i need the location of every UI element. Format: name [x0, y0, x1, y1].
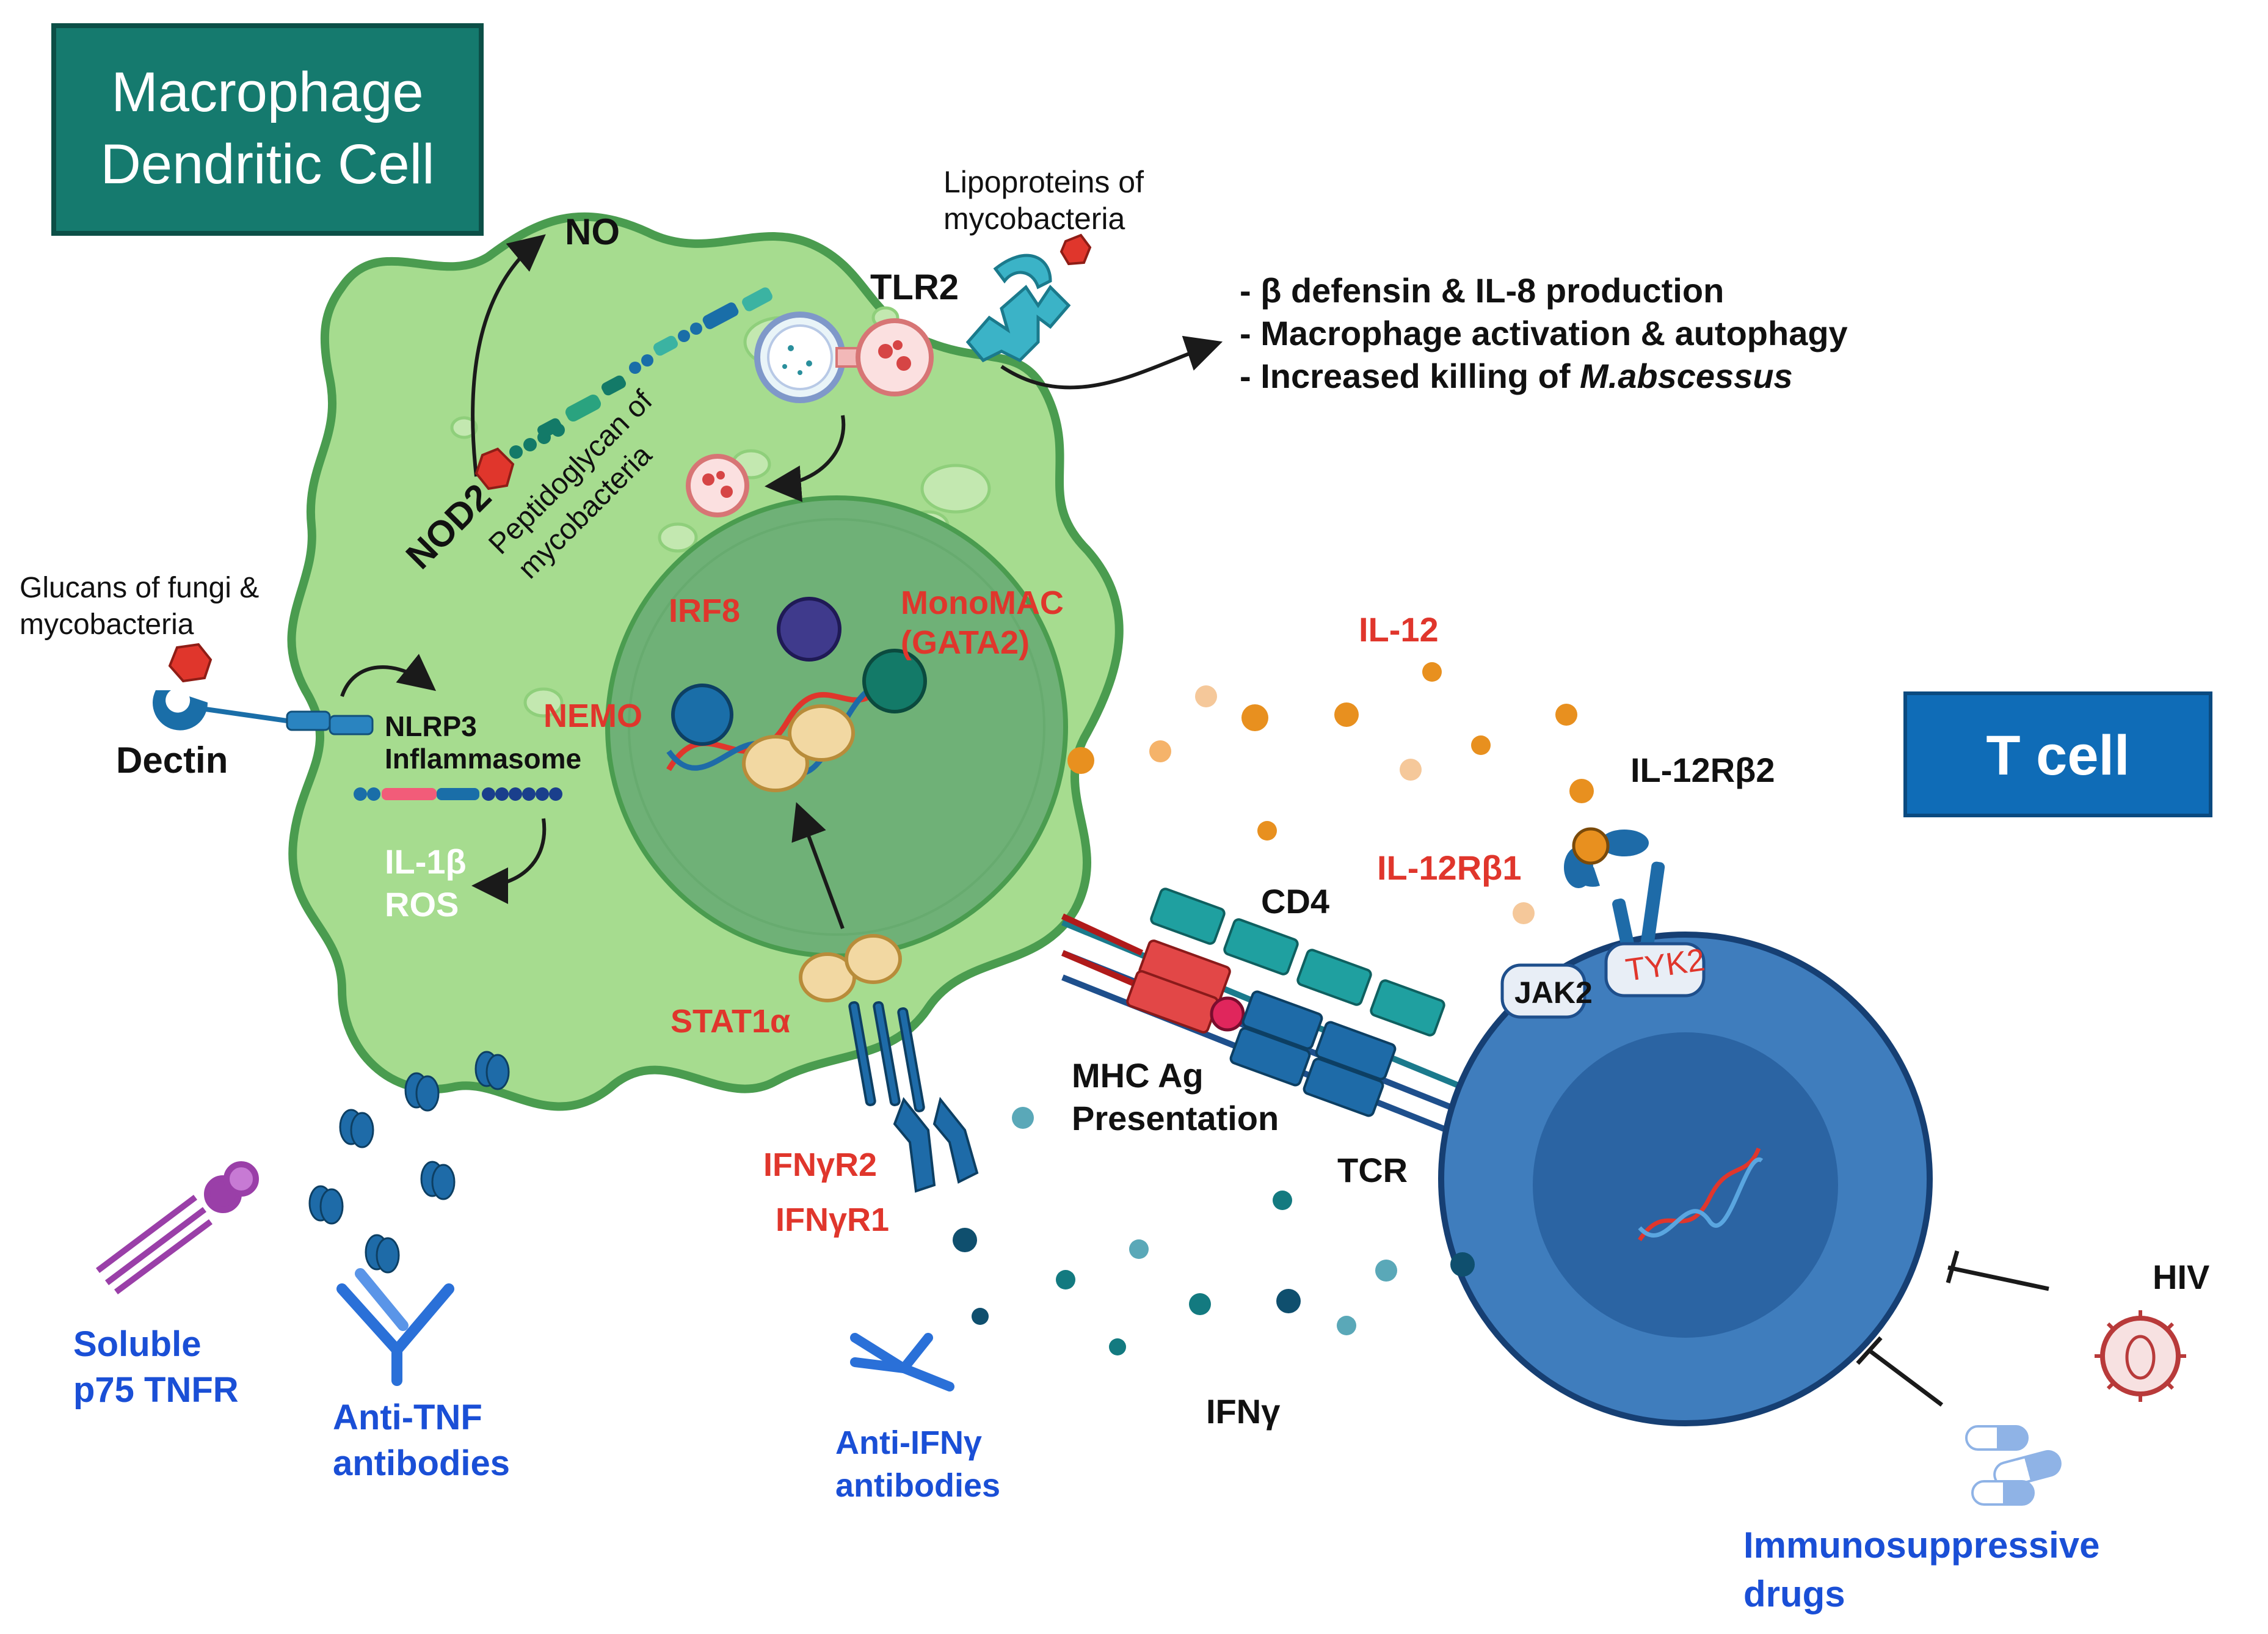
- no-label: NO: [565, 211, 620, 252]
- ifng-label: IFNγ: [1206, 1392, 1280, 1431]
- phagosome-arrow: [765, 415, 846, 502]
- stat1-dimer-nucleus: [742, 735, 809, 792]
- dectin-receptor: [153, 643, 374, 735]
- dna-helix-tcell: [1638, 1147, 1764, 1241]
- il12rb2-label: IL-12Rβ2: [1630, 751, 1775, 789]
- jak2-label: JAK2: [1514, 976, 1593, 1010]
- macrophage-title-line1: Macrophage: [111, 61, 423, 123]
- monomac-line2: (GATA2): [901, 624, 1030, 661]
- anti-tnf-antibody-icon: [336, 1268, 454, 1386]
- effect-line1: - β defensin & IL-8 production: [1240, 271, 1724, 310]
- soluble-tnfr-line2: p75 TNFR: [73, 1370, 239, 1410]
- inflammasome-label: Inflammasome: [385, 743, 581, 775]
- il1b-label: IL-1β: [385, 842, 467, 881]
- stat1a-label: STAT1α: [671, 1003, 790, 1040]
- tnf-trimers: [308, 1051, 510, 1274]
- lysosome-icon: [686, 454, 749, 517]
- tlr2-receptor: [965, 233, 1092, 363]
- lipoproteins-line2: mycobacteria: [943, 202, 1125, 236]
- ros-label: ROS: [385, 885, 459, 924]
- stat1-arrow: [791, 802, 845, 930]
- anti-tnf-line1: Anti-TNF: [333, 1398, 482, 1437]
- effect-line2: - Macrophage activation & autophagy: [1240, 314, 1848, 352]
- jak2-box: [1500, 963, 1587, 1019]
- phagolysosome-icon: [754, 312, 934, 403]
- anti-ifng-antibody-icon: [850, 1333, 954, 1391]
- immuno-line2: drugs: [1743, 1574, 1845, 1614]
- il12-dots: [1067, 662, 1594, 924]
- tlr2-label: TLR2: [870, 268, 959, 307]
- mhc-line2: Presentation: [1072, 1099, 1279, 1137]
- anti-tnf-line2: antibodies: [333, 1443, 510, 1483]
- glucans-line1: Glucans of fungi &: [20, 572, 259, 604]
- gata2-protein: [862, 649, 927, 713]
- drugs-inhibition-line: [1867, 1348, 1944, 1407]
- anti-ifng-line2: antibodies: [835, 1467, 1000, 1504]
- inflammasome-arrow: [471, 818, 547, 904]
- no-arrow: [471, 234, 546, 477]
- t-cell-nucleus: [1533, 1032, 1838, 1338]
- ifngr2-label: IFNγR2: [763, 1147, 877, 1183]
- il12rb1-label: IL-12Rβ1: [1377, 848, 1521, 887]
- dectin-label: Dectin: [116, 740, 228, 781]
- lipoproteins-line1: Lipoproteins of: [943, 165, 1144, 199]
- anti-ifng-line1: Anti-IFNγ: [835, 1424, 982, 1461]
- peptidoglycan-chain: [474, 287, 772, 491]
- soluble-tnfr-line1: Soluble: [73, 1324, 201, 1364]
- hiv-inhibition-line: [1947, 1265, 2049, 1291]
- tcr-label: TCR: [1337, 1151, 1408, 1189]
- cd4-label: CD4: [1261, 882, 1329, 921]
- irf8-protein: [777, 597, 841, 662]
- mhc-line1: MHC Ag: [1072, 1056, 1204, 1095]
- nemo-label: NEMO: [543, 698, 642, 734]
- soluble-tnfr-icon: [96, 1161, 259, 1295]
- tcell-title: T cell: [1986, 724, 2129, 787]
- immuno-line1: Immunosuppressive: [1743, 1525, 2100, 1566]
- ifng-receptor: [848, 1001, 979, 1193]
- ifngr1-label: IFNγR1: [776, 1202, 889, 1238]
- ifng-dots: [953, 1107, 1475, 1355]
- monomac-line1: MonoMAC: [901, 585, 1064, 621]
- il12-label: IL-12: [1359, 610, 1439, 649]
- hiv-virus-icon: [2095, 1310, 2186, 1402]
- hiv-label: HIV: [2153, 1258, 2209, 1296]
- effect-line3: - Increased killing of M.abscessus: [1240, 357, 1793, 395]
- irf8-label: IRF8: [669, 593, 740, 629]
- macrophage-title-box: [51, 23, 484, 236]
- macrophage-title-line2: Dendritic Cell: [100, 133, 434, 195]
- tyk2-box: [1604, 942, 1706, 998]
- nlrp3-inflammasome: [354, 787, 562, 801]
- tlr2-effect-arrow: [1000, 335, 1223, 390]
- glucans-line2: mycobacteria: [20, 608, 194, 641]
- tcell-title-box: [1903, 691, 2212, 817]
- nlrp3-label: NLRP3: [385, 710, 477, 742]
- pills-icon: [1965, 1425, 2062, 1506]
- nemo-protein: [671, 684, 733, 746]
- dectin-arrow: [340, 654, 437, 697]
- mhc-tcr-complex: [1061, 888, 1479, 1145]
